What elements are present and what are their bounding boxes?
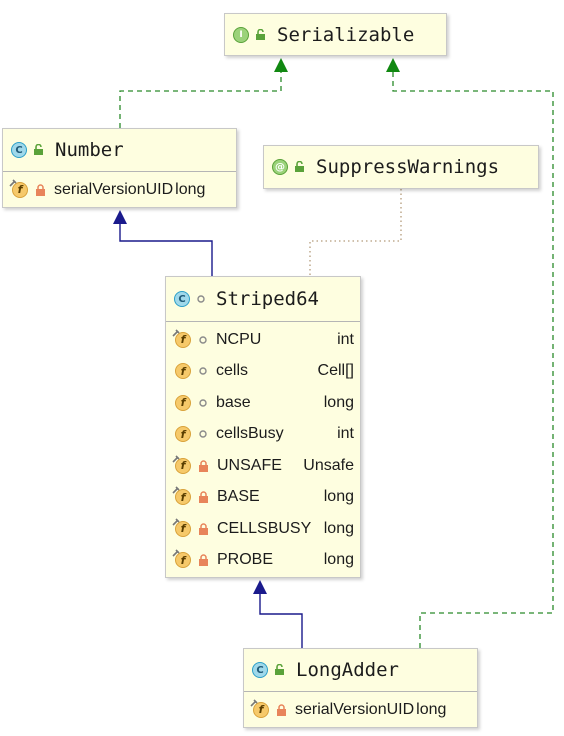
field-type: long — [416, 700, 447, 718]
private-lock-icon — [198, 460, 209, 472]
field-name: UNSAFE — [217, 456, 282, 474]
private-lock-icon — [198, 554, 209, 567]
longadder-class-box[interactable]: C LongAdder f serialVersionUID long — [243, 648, 478, 728]
private-lock-icon — [198, 523, 209, 535]
field-type: long — [323, 393, 354, 411]
suppresswarnings-annotation-box[interactable]: @ SuppressWarnings — [263, 145, 539, 189]
field-row[interactable]: f UNSAFE Unsafe — [166, 450, 360, 482]
number-implements-serializable-line — [119, 70, 282, 128]
public-icon — [33, 144, 45, 156]
field-name: cellsBusy — [216, 425, 284, 443]
serializable-interface-box[interactable]: I Serializable — [224, 13, 447, 56]
field-row[interactable]: f cells Cell[] — [166, 356, 360, 388]
class-icon: C — [252, 662, 268, 678]
striped64-class-box[interactable]: C Striped64 f NCPU int f cells Cell[] f … — [165, 276, 361, 578]
field-type: int — [337, 425, 354, 443]
private-lock-icon — [35, 183, 46, 196]
static-field-icon: f — [172, 329, 192, 349]
static-field-icon: f — [172, 518, 192, 538]
field-row[interactable]: f BASE long — [166, 482, 360, 514]
field-name: serialVersionUID — [54, 180, 174, 198]
field-name: BASE — [217, 488, 260, 506]
field-type: Cell[] — [317, 362, 354, 380]
package-private-icon — [198, 429, 208, 439]
field-row[interactable]: f cellsBusy int — [166, 419, 360, 451]
package-private-icon — [198, 366, 208, 376]
field-name: NCPU — [216, 330, 262, 348]
package-private-icon — [198, 335, 208, 345]
field-name: serialVersionUID — [295, 700, 415, 718]
private-lock-icon — [198, 491, 209, 504]
field-type: long — [323, 488, 354, 506]
field-row[interactable]: f NCPU int — [166, 324, 360, 356]
field-icon: f — [174, 425, 192, 443]
field-type: long — [323, 551, 354, 569]
interface-icon: I — [233, 26, 249, 43]
striped64-extends-arrow — [113, 210, 127, 224]
suppresswarnings-name: SuppressWarnings — [316, 156, 500, 178]
longadder-name: LongAdder — [296, 659, 399, 681]
public-icon — [255, 28, 267, 41]
field-name: cells — [216, 362, 249, 380]
public-icon — [274, 664, 286, 676]
field-type: long — [175, 180, 206, 198]
class-icon: C — [174, 291, 190, 307]
class-icon: C — [11, 142, 27, 158]
field-row[interactable]: f base long — [166, 387, 360, 419]
static-field-icon: f — [172, 455, 192, 475]
longadder-extends-arrow — [253, 580, 267, 594]
static-field-icon: f — [9, 178, 29, 199]
public-icon — [294, 161, 306, 173]
longadder-extends-striped64-line — [259, 592, 303, 648]
field-icon: f — [174, 394, 192, 412]
static-field-icon: f — [172, 486, 192, 506]
suppresswarnings-annotation-line — [309, 189, 402, 276]
field-type: Unsafe — [303, 456, 354, 474]
number-name: Number — [55, 139, 124, 161]
package-private-icon — [196, 294, 206, 304]
annotation-icon: @ — [272, 159, 288, 175]
field-type: int — [337, 330, 354, 348]
striped64-name: Striped64 — [216, 288, 319, 310]
field-row[interactable]: f CELLSBUSY long — [166, 513, 360, 545]
longadder-implements-arrow — [386, 58, 400, 72]
longadder-implements-serializable-line — [392, 70, 554, 648]
field-name: PROBE — [217, 551, 274, 569]
serializable-name: Serializable — [277, 23, 415, 46]
field-row[interactable]: f serialVersionUID long — [244, 692, 477, 727]
private-lock-icon — [276, 703, 287, 716]
number-implements-arrow — [274, 58, 288, 72]
field-name: base — [216, 393, 251, 411]
field-row[interactable]: f PROBE long — [166, 545, 360, 577]
number-class-box[interactable]: C Number f serialVersionUID long — [2, 128, 237, 208]
field-type: long — [323, 519, 354, 537]
static-field-icon: f — [172, 549, 192, 569]
field-row[interactable]: f serialVersionUID long — [3, 172, 236, 207]
field-name: CELLSBUSY — [217, 519, 312, 537]
package-private-icon — [198, 398, 208, 408]
striped64-extends-number-line — [119, 222, 213, 276]
static-field-icon: f — [250, 698, 270, 719]
field-icon: f — [174, 362, 192, 380]
